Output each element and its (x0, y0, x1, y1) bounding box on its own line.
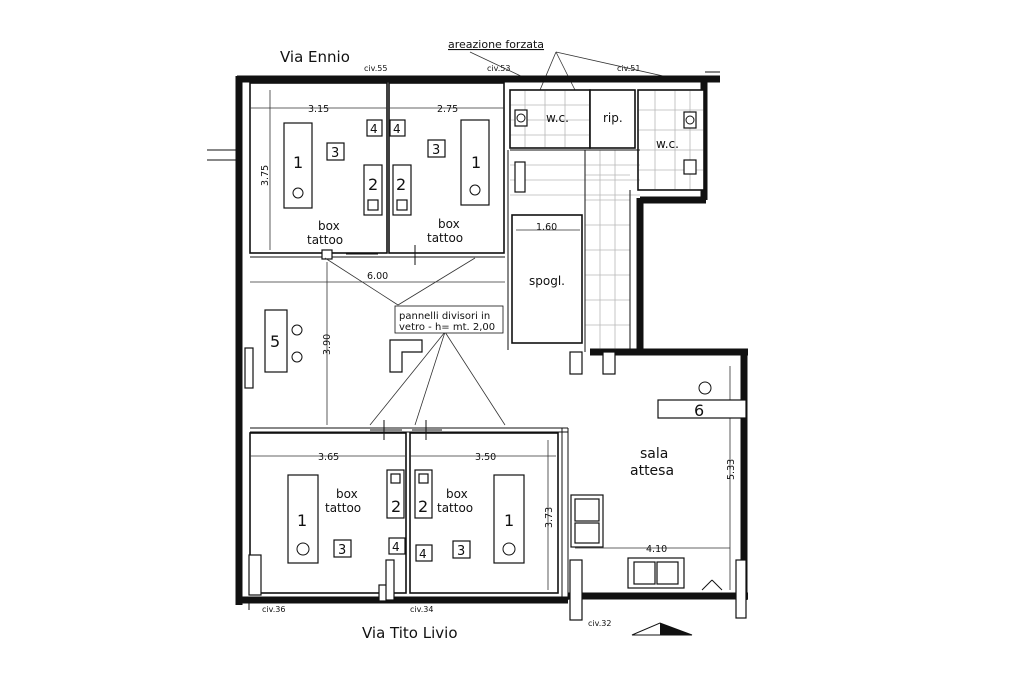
dim-3-90: 3.90 (322, 334, 333, 355)
dim-3-65: 3.65 (318, 452, 339, 463)
dim-3-73: 3.73 (544, 507, 555, 528)
label-3-bottom-left: 3 (338, 543, 346, 558)
box-bottom-left (249, 432, 407, 594)
toilet-icon (514, 109, 528, 127)
label-4-top-b: 4 (393, 122, 401, 136)
changing-room (511, 214, 583, 344)
label-2-bottom-a: 2 (391, 497, 401, 516)
left-entry-lines (207, 71, 720, 161)
wc-label-right: w.c. (656, 137, 679, 151)
civic-55: civ.55 (364, 64, 387, 73)
label-5: 5 (270, 332, 280, 351)
label-3-bottom-right: 3 (457, 544, 465, 559)
dim-2-75: 2.75 (437, 104, 458, 115)
armchair-icon (570, 494, 604, 548)
reception-desk (389, 339, 423, 373)
glass-panel-leader-lines (324, 257, 506, 426)
dim-3-15: 3.15 (308, 104, 329, 115)
label-4-bottom-a: 4 (392, 540, 400, 554)
glass-panel-note-box (394, 305, 504, 334)
furniture-5 (264, 309, 288, 373)
label-1-bottom-left: 1 (297, 511, 307, 530)
spogl-label: spogl. (529, 274, 565, 288)
sofa-icon (627, 557, 685, 589)
label-2-top-a: 2 (368, 175, 378, 194)
box-label-top-right-1: box (438, 217, 460, 231)
box-bottom-right (409, 432, 559, 594)
reception-counter-6 (657, 399, 747, 419)
dim-lines-bottom (250, 440, 556, 590)
box-label-bottom-right-1: box (446, 487, 468, 501)
north-arrow-icon (631, 622, 693, 636)
dim-5-33: 5.33 (726, 459, 737, 480)
tattoo-bed-bottom-left (287, 474, 319, 564)
dim-1-60: 1.60 (536, 222, 557, 233)
label-4-top-a: 4 (370, 122, 378, 136)
ventilation-note: areazione forzata (448, 38, 544, 51)
tile-pattern (510, 90, 704, 350)
tattoo-bed-top-left (283, 122, 313, 209)
civic-36: civ.36 (262, 605, 285, 614)
label-1-bottom-right: 1 (504, 511, 514, 530)
dim-3-50: 3.50 (475, 452, 496, 463)
box-label-bottom-left-2: tattoo (325, 501, 361, 515)
civic-34: civ.34 (410, 605, 433, 614)
street-label-south: Via Tito Livio (362, 624, 458, 642)
dim-4-10: 4.10 (646, 544, 667, 555)
rip-label: rip. (603, 111, 623, 125)
label-2-top-b: 2 (396, 175, 406, 194)
glass-panel-note-line1: pannelli divisori in (399, 311, 490, 322)
glass-panel-note-line2: vetro - h= mt. 2,00 (399, 322, 495, 333)
box-label-top-left-1: box (318, 219, 340, 233)
label-4-bottom-b: 4 (419, 547, 427, 561)
box-label-top-left-2: tattoo (307, 233, 343, 247)
civic-53: civ.53 (487, 64, 510, 73)
civic-32: civ.32 (588, 619, 611, 628)
box-label-bottom-right-2: tattoo (437, 501, 473, 515)
label-3-top-right: 3 (432, 143, 440, 158)
entrance-arrow-icon (701, 579, 723, 591)
label-6: 6 (694, 401, 704, 420)
ventilation-leader-lines (469, 51, 673, 91)
dim-lines-top (250, 90, 504, 250)
box-label-top-right-2: tattoo (427, 231, 463, 245)
label-1-top-right: 1 (471, 153, 481, 172)
label-3-top-left: 3 (331, 146, 339, 161)
box-label-bottom-left-1: box (336, 487, 358, 501)
tattoo-bed-bottom-right (493, 474, 525, 564)
sink-icon (514, 161, 526, 193)
label-1-top-left: 1 (293, 153, 303, 172)
sink-icon (683, 159, 697, 175)
wc-block (507, 89, 705, 352)
sala-label: sala (640, 446, 668, 462)
glass-door-marks-bottom (370, 420, 442, 440)
wc-label-left: w.c. (546, 111, 569, 125)
street-label-north: Via Ennio (280, 48, 350, 66)
attesa-label: attesa (630, 463, 674, 479)
tattoo-bed-top-right (460, 119, 490, 206)
dim-6-00: 6.00 (367, 271, 388, 282)
label-2-bottom-b: 2 (418, 497, 428, 516)
dim-3-75: 3.75 (260, 165, 271, 186)
toilet-icon (683, 111, 697, 129)
